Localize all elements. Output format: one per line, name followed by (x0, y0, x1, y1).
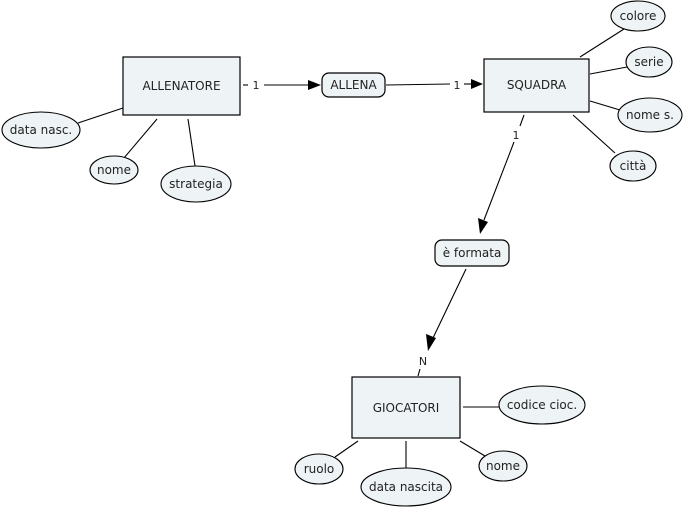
edge-allena-squadra (385, 83, 451, 86)
entity-squadra[interactable]: SQUADRA (483, 58, 590, 113)
relationship-e-formata[interactable]: è formata (434, 239, 510, 267)
edge-squadra-eformata-stub (519, 114, 525, 127)
entity-squadra-label: SQUADRA (507, 78, 567, 92)
attribute-colore[interactable]: colore (610, 0, 666, 32)
svg-text:nome s.: nome s. (626, 108, 674, 122)
edge-squadra-colore (579, 28, 625, 58)
cardinality-allena-squadra: 1 (454, 79, 461, 92)
edge-allenatore-nome (123, 118, 158, 159)
attribute-codice-cioc[interactable]: codice cioc. (498, 385, 586, 425)
cardinality-squadra-eformata: 1 (513, 129, 520, 142)
svg-text:nome: nome (97, 163, 131, 177)
edge-squadra-serie (589, 66, 628, 75)
attribute-serie[interactable]: serie (625, 46, 673, 78)
entity-giocatori-label: GIOCATORI (373, 401, 440, 415)
attribute-nome-s[interactable]: nome s. (617, 97, 683, 133)
relationship-e-formata-label: è formata (443, 246, 502, 260)
arrowhead-to-allena (308, 80, 321, 90)
svg-text:strategia: strategia (169, 177, 223, 191)
svg-text:data nasc.: data nasc. (10, 123, 72, 137)
attribute-data-nascita[interactable]: data nascita (360, 467, 452, 507)
svg-text:ruolo: ruolo (304, 462, 335, 476)
entity-giocatori[interactable]: GIOCATORI (351, 376, 461, 439)
edge-allenatore-strategia (187, 118, 196, 167)
svg-text:codice cioc.: codice cioc. (507, 398, 577, 412)
attribute-citta[interactable]: città (609, 150, 657, 182)
attribute-strategia[interactable]: strategia (160, 165, 232, 203)
svg-text:data nascita: data nascita (369, 480, 443, 494)
cardinality-allenatore-allena: 1 (253, 79, 260, 92)
arrowhead-to-eformata (478, 218, 488, 234)
cardinality-eformata-giocatori: N (419, 355, 427, 368)
arrowhead-to-squadra (471, 79, 483, 89)
entity-allenatore[interactable]: ALLENATORE (122, 56, 241, 116)
attribute-ruolo[interactable]: ruolo (294, 453, 344, 485)
edge-eformata-giocatori (432, 268, 467, 339)
edge-eformata-giocatori-stub (417, 368, 421, 377)
edge-squadra-citta (572, 114, 616, 154)
arrowhead-to-giocatori (426, 334, 436, 351)
relationship-allena[interactable]: ALLENA (321, 72, 386, 98)
svg-text:colore: colore (620, 9, 657, 23)
edge-squadra-eformata (483, 141, 515, 221)
svg-text:serie: serie (634, 55, 663, 69)
edge-giocatori-nome (459, 440, 486, 457)
svg-text:nome: nome (486, 459, 520, 473)
edge-allenatore-data-nasc (77, 107, 124, 124)
entity-allenatore-label: ALLENATORE (142, 79, 220, 93)
attribute-nome-allenatore[interactable]: nome (89, 155, 139, 185)
attribute-data-nasc[interactable]: data nasc. (1, 111, 81, 149)
edge-giocatori-ruolo (334, 440, 359, 458)
attribute-nome-giocatori[interactable]: nome (478, 450, 528, 482)
svg-text:città: città (620, 159, 647, 173)
relationship-allena-label: ALLENA (330, 78, 377, 92)
edge-squadra-nome-s (589, 100, 621, 111)
